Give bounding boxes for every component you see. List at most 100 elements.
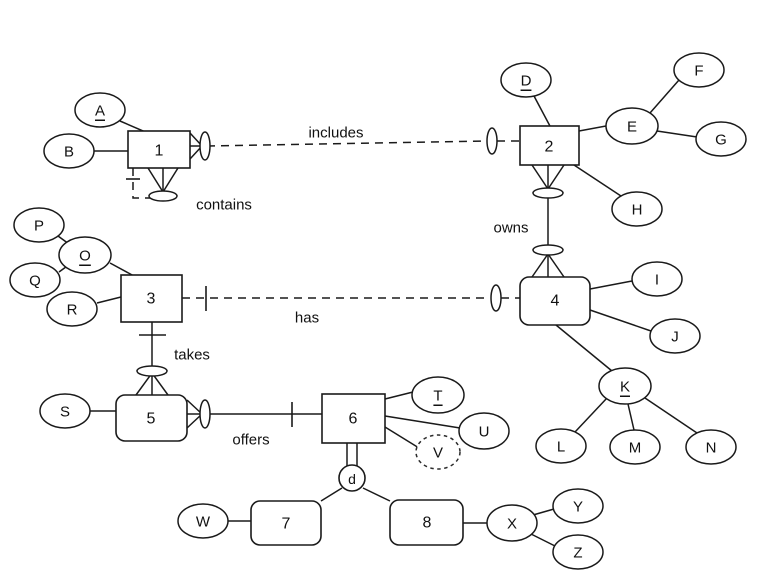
ring-takes-e5 (136, 365, 168, 377)
attribute-U-ellipse (458, 412, 510, 450)
attribute-O[interactable]: O (58, 236, 112, 274)
relationship-has[interactable]: has (182, 284, 520, 327)
entity-7[interactable]: 7 (250, 500, 322, 546)
entity-6-box (321, 393, 386, 444)
attribute-W[interactable]: W (177, 503, 229, 539)
attribute-P-label: P (34, 218, 44, 235)
entity-3-box (120, 274, 183, 323)
attribute-K-ellipse (598, 367, 652, 405)
attribute-I-ellipse (631, 261, 683, 297)
entity-1-label: 1 (155, 143, 164, 160)
attribute-D-label: D (521, 73, 532, 90)
attribute-S[interactable]: S (39, 393, 91, 429)
attribute-K-label: K (620, 379, 630, 396)
line-K-N (644, 397, 698, 434)
relationship-owns-label: owns (493, 220, 528, 237)
specialization-circle (338, 464, 366, 492)
attribute-I[interactable]: I (631, 261, 683, 297)
attribute-I-label: I (655, 272, 659, 289)
attribute-O-ellipse (58, 236, 112, 274)
crowfoot-owns-e2 (531, 164, 565, 190)
entity-4-label: 4 (551, 293, 560, 310)
attribute-L-ellipse (535, 428, 587, 464)
ring-has-e4 (490, 284, 502, 312)
attribute-U[interactable]: U (458, 412, 510, 450)
line-e6-T (384, 391, 414, 400)
attribute-E-label: E (627, 119, 637, 136)
line-e3-R (96, 296, 122, 304)
attribute-G[interactable]: G (695, 121, 747, 157)
attribute-Y[interactable]: Y (552, 488, 604, 524)
attribute-Z-label: Z (573, 545, 582, 562)
attribute-D-ellipse (500, 62, 552, 98)
entity-3[interactable]: 3 (120, 274, 183, 323)
ring-owns-e4 (532, 244, 564, 256)
relationship-takes-label: takes (174, 347, 210, 364)
attribute-A-label: A (95, 103, 105, 120)
attribute-P[interactable]: P (13, 207, 65, 243)
attribute-J[interactable]: J (649, 318, 701, 354)
spec-branch-e7 (320, 487, 343, 502)
attribute-H[interactable]: H (611, 191, 663, 227)
line-e4-J (589, 309, 652, 332)
entity-7-box (250, 500, 322, 546)
ring-includes-e1 (199, 131, 211, 161)
line-E-G (656, 130, 698, 138)
attribute-S-label: S (60, 404, 70, 421)
entity-1[interactable]: 1 (127, 130, 191, 169)
relationship-includes-line (206, 140, 491, 147)
specialization-disjoint[interactable]: d (320, 443, 391, 502)
attribute-V-derived[interactable]: V (415, 434, 461, 470)
attribute-L-label: L (557, 439, 565, 456)
attribute-N-label: N (706, 440, 717, 457)
relationship-offers[interactable]: offers (186, 399, 322, 449)
attribute-O-label: O (79, 248, 91, 265)
entity-4[interactable]: 4 (519, 276, 591, 326)
relationship-owns[interactable]: owns (493, 164, 565, 278)
attribute-F-ellipse (673, 52, 725, 88)
entity-2[interactable]: 2 (519, 125, 580, 166)
entity-6[interactable]: 6 (321, 393, 386, 444)
relationship-takes[interactable]: takes (135, 322, 210, 396)
specialization-symbol: d (348, 471, 356, 487)
entity-3-label: 3 (147, 291, 156, 308)
attribute-K[interactable]: K (598, 367, 652, 405)
attribute-R-label: R (67, 302, 78, 319)
entity-7-label: 7 (282, 516, 291, 533)
entity-5[interactable]: 5 (115, 394, 188, 442)
entity-8-box (389, 499, 464, 546)
relationship-contains[interactable]: contains (126, 167, 252, 214)
entity-1-box (127, 130, 191, 169)
ring-contains-e1 (148, 190, 178, 202)
entity-5-label: 5 (147, 411, 156, 428)
entity-8-label: 8 (423, 515, 432, 532)
relationship-includes[interactable]: includes (189, 125, 520, 161)
attribute-B[interactable]: B (43, 133, 95, 169)
attribute-U-label: U (479, 424, 490, 441)
entity-4-box (519, 276, 591, 326)
attribute-H-ellipse (611, 191, 663, 227)
attribute-Q[interactable]: Q (9, 262, 61, 298)
entity-2-label: 2 (545, 139, 554, 156)
attribute-D[interactable]: D (500, 62, 552, 98)
attribute-M[interactable]: M (609, 429, 661, 465)
relationship-offers-label: offers (232, 432, 269, 449)
relationship-has-label: has (295, 310, 319, 327)
attribute-Z[interactable]: Z (552, 534, 604, 570)
line-K-L (574, 397, 608, 433)
relationship-contains-label: contains (196, 197, 252, 214)
attribute-X[interactable]: X (486, 504, 538, 542)
line-e6-V (384, 426, 420, 449)
line-E-F (649, 79, 680, 114)
attribute-B-ellipse (43, 133, 95, 169)
attribute-T[interactable]: T (411, 376, 465, 414)
attribute-A[interactable]: A (74, 92, 126, 128)
attribute-R[interactable]: R (46, 291, 98, 327)
attribute-L[interactable]: L (535, 428, 587, 464)
attribute-M-label: M (629, 440, 642, 457)
attribute-F[interactable]: F (673, 52, 725, 88)
attribute-N[interactable]: N (685, 429, 737, 465)
attribute-T-label: T (433, 388, 442, 405)
attribute-E[interactable]: E (605, 107, 659, 145)
entity-8[interactable]: 8 (389, 499, 464, 546)
